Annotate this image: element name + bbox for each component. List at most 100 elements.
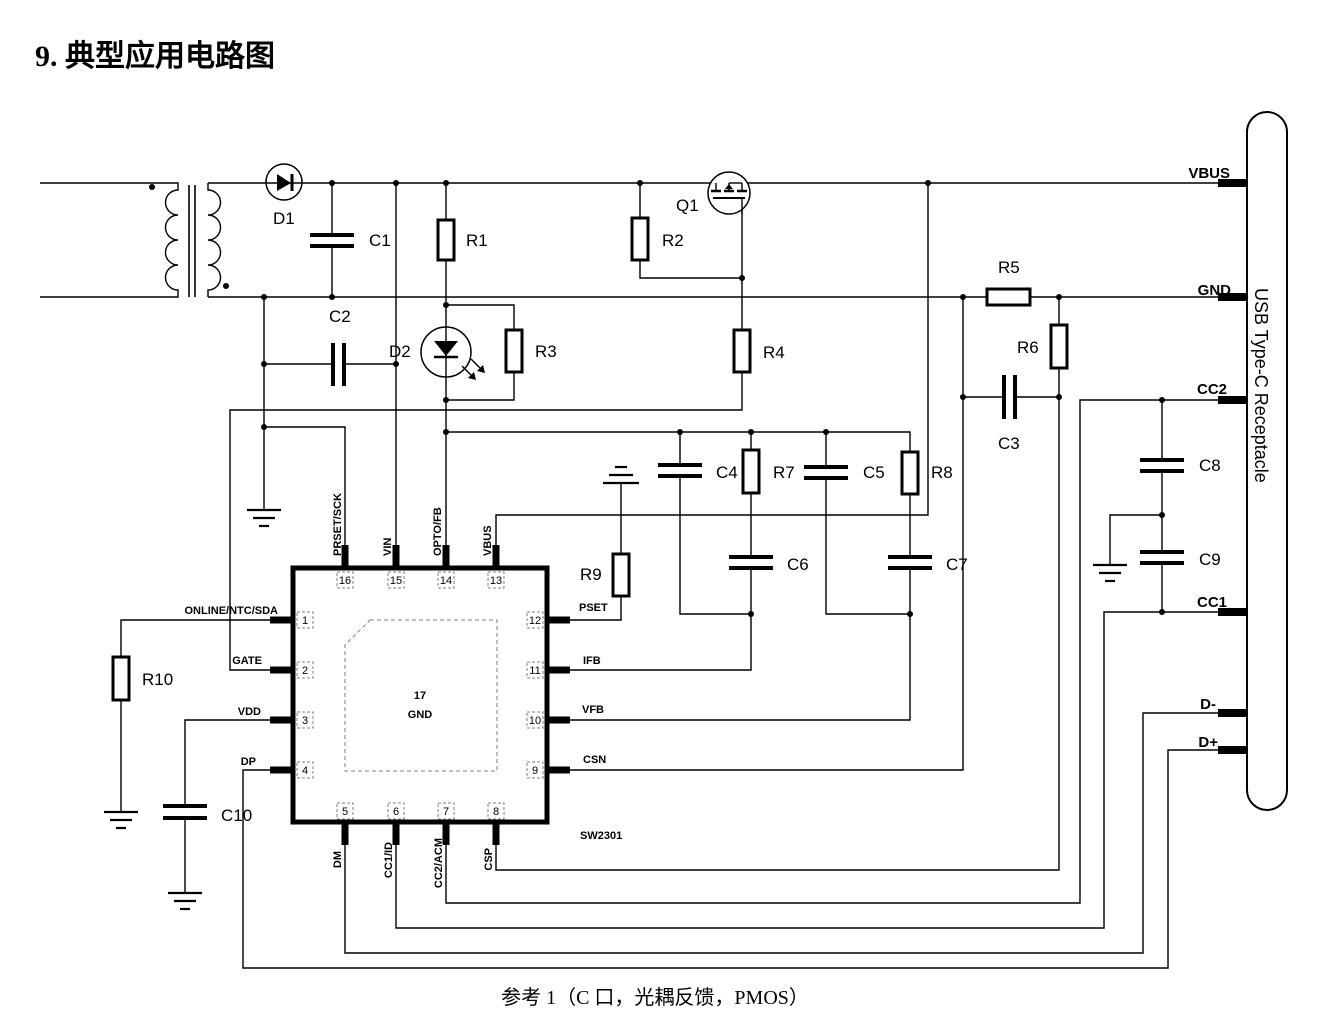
capacitor-c4: C4 [658, 463, 738, 482]
ground-icon [168, 891, 202, 911]
pin-number: 2 [302, 665, 308, 677]
pin-name: IFB [583, 655, 601, 667]
wire-cc2 [445, 399, 1218, 904]
wire-c5 [825, 432, 910, 615]
pin-name: PRSET/SCK [332, 493, 344, 556]
label-c5: C5 [863, 463, 885, 482]
pin-number: 6 [393, 806, 399, 818]
mosfet-arrow-icon [725, 184, 733, 189]
figure-caption: 参考 1（C 口，光耦反馈，PMOS） [501, 986, 809, 1009]
pin-number: 11 [529, 665, 540, 677]
mosfet-q1: Q1 [676, 171, 751, 215]
pin-number: 14 [440, 575, 452, 587]
ic-exposed-pad [344, 619, 498, 772]
connector-pin-dplus: D+ [1198, 734, 1218, 751]
resistor-r9: R9 [580, 465, 639, 598]
wire-r9-pset [570, 483, 622, 621]
diode-d1: D1 [265, 163, 303, 228]
label-d1: D1 [273, 209, 295, 228]
capacitor-c6: C6 [729, 555, 809, 574]
wire-dp [242, 749, 1218, 969]
resistor-r7: R7 [741, 448, 795, 495]
resistor-r3: R3 [504, 328, 557, 374]
pin-name: DM [332, 851, 344, 868]
pin-number: 15 [390, 575, 402, 587]
wire-online [120, 619, 270, 812]
capacitor-c2: C2 [329, 307, 351, 386]
pin-number: 16 [339, 575, 351, 587]
pin-number: 8 [493, 806, 499, 818]
ic-pad-number: 17 [414, 690, 426, 702]
wire-opto-bus [446, 431, 911, 452]
pin-name: CSN [583, 754, 606, 766]
wire-r2 [639, 183, 742, 279]
usb-type-c-receptacle: USB Type-C Receptacle VBUS GND CC2 CC1 D… [1188, 111, 1288, 811]
resistor-r6: R6 [1017, 323, 1069, 370]
junctions [261, 180, 1165, 617]
pin-number: 4 [302, 765, 308, 777]
resistor-r10: R10 [111, 655, 173, 702]
ic-pad-name: GND [408, 709, 433, 721]
ic-pins [270, 545, 570, 845]
capacitor-c3: C3 [998, 375, 1020, 453]
pin-number: 10 [529, 715, 541, 727]
ic-part-number: SW2301 [580, 830, 622, 842]
pin-name: CC1/ID [383, 842, 395, 878]
label-r10: R10 [142, 670, 173, 689]
label-c2: C2 [329, 307, 351, 326]
connector-body [1246, 111, 1288, 811]
transformer-primary [40, 182, 179, 298]
pin-name: ONLINE/NTC/SDA [185, 605, 279, 617]
pin-name: VFB [582, 704, 604, 716]
label-r9: R9 [580, 565, 602, 584]
pin-number: 5 [342, 806, 348, 818]
wire-dm [344, 712, 1218, 954]
label-c4: C4 [716, 463, 738, 482]
diode-icon [277, 174, 291, 191]
pin-number: 12 [529, 615, 541, 627]
wire-cc1 [395, 611, 1218, 929]
label-r4: R4 [763, 343, 785, 362]
label-c8: C8 [1199, 456, 1221, 475]
light-arrow-icon [468, 372, 476, 380]
pin-number: 13 [490, 575, 502, 587]
light-arrow-icon [477, 365, 485, 373]
optocoupler-d2: D2 [389, 326, 485, 380]
ic-sw2301: 17 GND 1 2 3 4 5 6 7 8 9 [185, 493, 623, 888]
label-r7: R7 [773, 463, 795, 482]
pin-name: OPTO/FB [432, 507, 444, 556]
wire-c4 [679, 432, 751, 615]
wire-csp [495, 297, 1060, 871]
pin-name: VDD [238, 706, 261, 718]
resistor-r1: R1 [436, 218, 488, 262]
ground-icon [603, 465, 639, 485]
label-r3: R3 [535, 342, 557, 361]
wire-prset [264, 426, 346, 545]
label-r2: R2 [662, 231, 684, 250]
label-d2: D2 [389, 342, 411, 361]
pin-number: 7 [443, 806, 449, 818]
label-r1: R1 [466, 231, 488, 250]
label-c3: C3 [998, 434, 1020, 453]
polarity-dot [149, 184, 155, 190]
wire-vdd [184, 719, 270, 893]
pin-name: DP [241, 756, 256, 768]
pin-name: VBUS [482, 525, 494, 556]
label-r6: R6 [1017, 338, 1039, 357]
pin-number: 3 [302, 715, 308, 727]
capacitor-c5: C5 [804, 463, 885, 482]
polarity-dot [223, 283, 229, 289]
label-r8: R8 [931, 463, 953, 482]
resistor-r4: R4 [732, 328, 785, 374]
capacitor-c1: C1 [310, 231, 391, 250]
connector-pin-cc2: CC2 [1197, 381, 1227, 398]
pin-name: CSP [483, 848, 495, 871]
pin-name: GATE [232, 655, 262, 667]
ground-icon [247, 508, 281, 528]
pin-name: PSET [579, 602, 608, 614]
pin-number: 1 [302, 615, 308, 627]
wire-vbus-sense [495, 183, 929, 545]
label-c10: C10 [221, 806, 252, 825]
page-title: 9. 典型应用电路图 [35, 39, 275, 73]
